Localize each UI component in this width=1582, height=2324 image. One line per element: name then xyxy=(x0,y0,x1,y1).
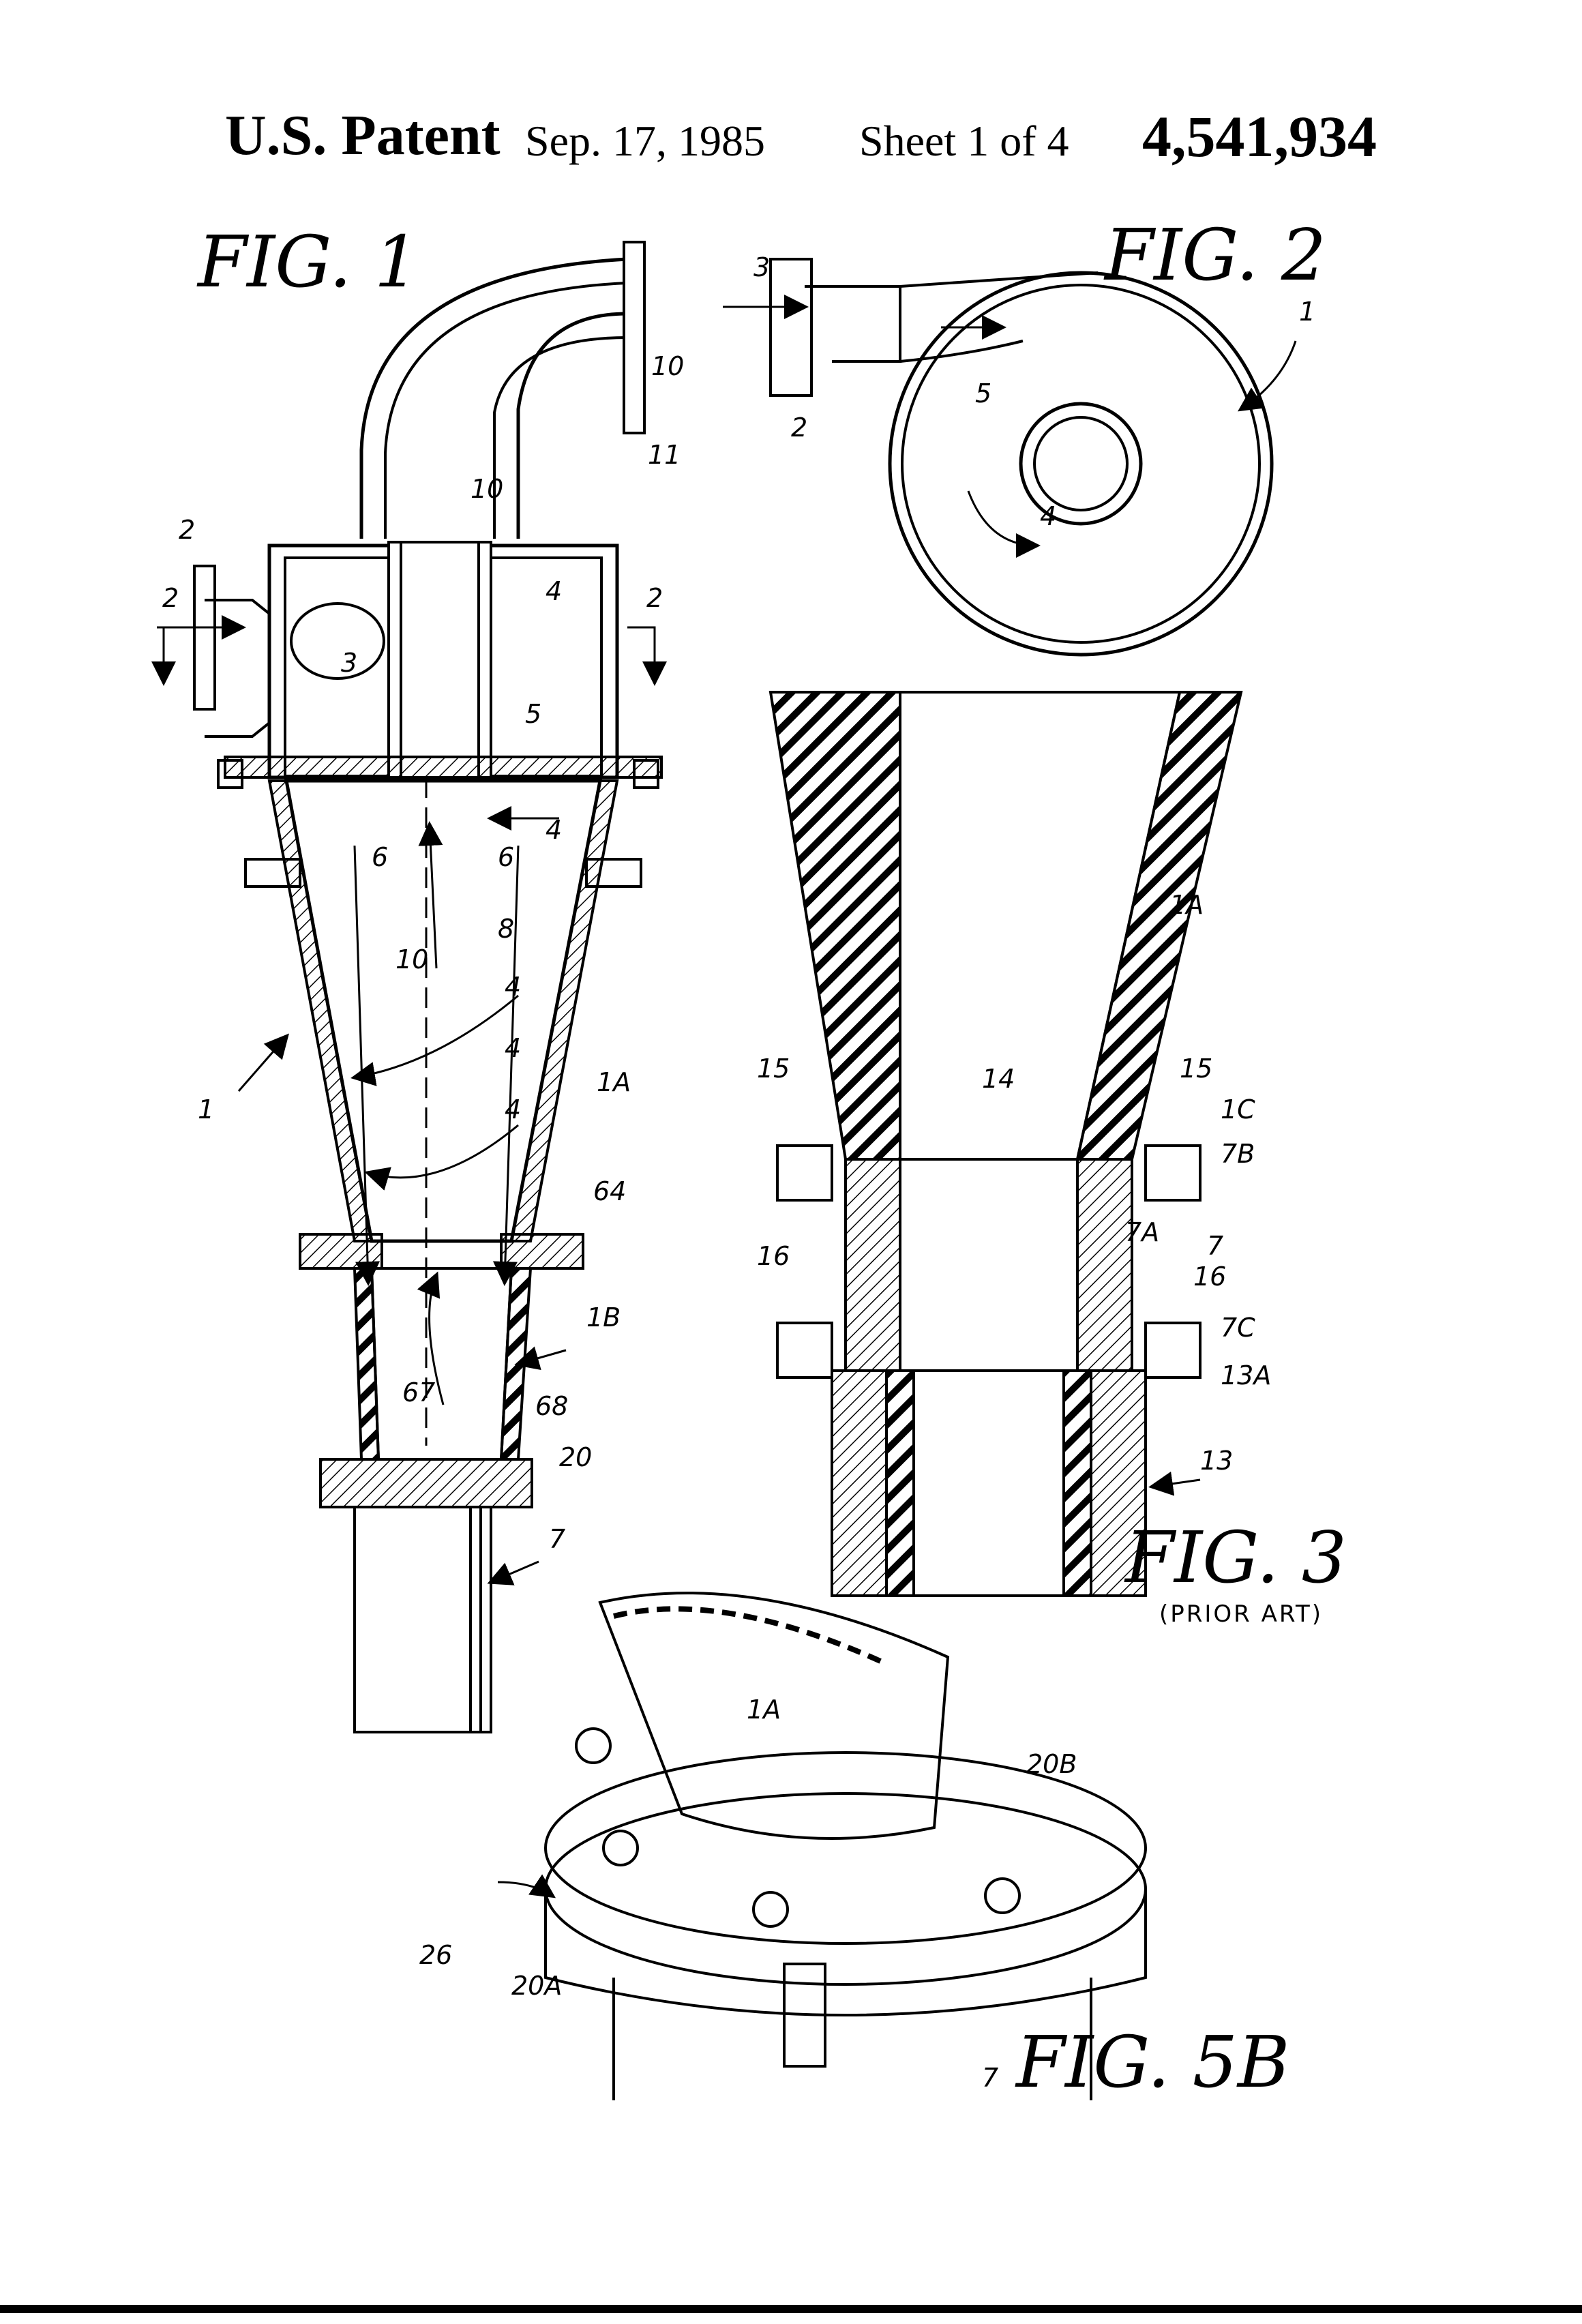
fig1-label: 8 xyxy=(498,914,514,944)
fig2-label: 1 xyxy=(1299,297,1315,327)
fig1-label: 1 xyxy=(198,1094,214,1124)
fig3-label: 16 xyxy=(1193,1262,1226,1292)
fig3-label: 15 xyxy=(757,1054,790,1084)
fig1-label: 67 xyxy=(402,1377,435,1407)
fig3-label: 7B xyxy=(1221,1139,1255,1169)
fig1-label: 7 xyxy=(549,1524,565,1554)
fig3-label: 7A xyxy=(1125,1217,1159,1247)
fig2-caption: FIG. 2 xyxy=(1103,213,1326,297)
fig1-label: 4 xyxy=(546,576,562,606)
fig1-label: 4 xyxy=(505,972,521,1002)
fig1-label: 4 xyxy=(546,815,562,845)
fig1-label: 6 xyxy=(498,842,514,872)
fig3-label: 13A xyxy=(1221,1360,1271,1390)
fig1-label: 10 xyxy=(651,351,684,381)
fig3-label: 13 xyxy=(1200,1446,1233,1476)
figure-3 xyxy=(771,692,1241,1596)
page-bottom-rule xyxy=(0,2305,1582,2313)
fig3-label: 16 xyxy=(757,1241,790,1271)
fig1-label: 2 xyxy=(162,583,179,613)
fig1-label: 4 xyxy=(505,1094,521,1124)
fig1-label: 20 xyxy=(559,1442,592,1472)
fig1-label: 68 xyxy=(535,1391,568,1421)
fig5b-label: 20A xyxy=(511,1971,562,2001)
fig2-label: 2 xyxy=(791,413,807,443)
fig1-label: 11 xyxy=(648,440,681,470)
fig1-reference-labels: 10 10 11 2 2 2 3 4 4 4 4 5 6 6 8 10 4 1A… xyxy=(162,351,684,1554)
fig1-label: 10 xyxy=(471,474,503,504)
fig1-label: 10 xyxy=(395,944,428,974)
fig3-label: 1A xyxy=(1169,890,1204,920)
fig5b-label: 7 xyxy=(982,2063,998,2093)
fig3-label: 7C xyxy=(1221,1313,1255,1343)
fig1-label: 3 xyxy=(341,648,357,678)
fig3-label: 7 xyxy=(1207,1231,1223,1261)
fig5b-label: 20B xyxy=(1026,1749,1077,1779)
fig1-label: 1A xyxy=(597,1067,631,1097)
fig1-label: 2 xyxy=(179,515,195,545)
fig5b-reference-labels: 1A 20B 26 20A 7 xyxy=(419,1695,1077,2093)
fig1-label: 6 xyxy=(372,842,388,872)
fig2-label: 3 xyxy=(753,252,770,282)
figure-2 xyxy=(723,259,1296,655)
fig2-label: 5 xyxy=(975,378,991,408)
fig3-label: 14 xyxy=(982,1064,1015,1094)
fig3-label: 1C xyxy=(1221,1094,1255,1124)
fig1-label: 5 xyxy=(525,699,541,729)
figure-1 xyxy=(157,242,661,1732)
fig5b-caption: FIG. 5B xyxy=(1015,2021,1289,2104)
fig3-label: 15 xyxy=(1180,1054,1212,1084)
fig2-label: 4 xyxy=(1040,501,1056,531)
fig1-label: 1B xyxy=(586,1302,621,1332)
fig1-caption: FIG. 1 xyxy=(196,220,419,303)
fig3-caption: FIG. 3 xyxy=(1124,1516,1347,1599)
fig3-prior-art-note: (PRIOR ART) xyxy=(1159,1600,1323,1628)
fig1-label: 64 xyxy=(593,1176,626,1206)
fig5b-label: 1A xyxy=(747,1695,781,1725)
fig5b-label: 26 xyxy=(419,1940,452,1970)
fig1-label: 2 xyxy=(646,583,663,613)
fig1-label: 4 xyxy=(505,1033,521,1063)
